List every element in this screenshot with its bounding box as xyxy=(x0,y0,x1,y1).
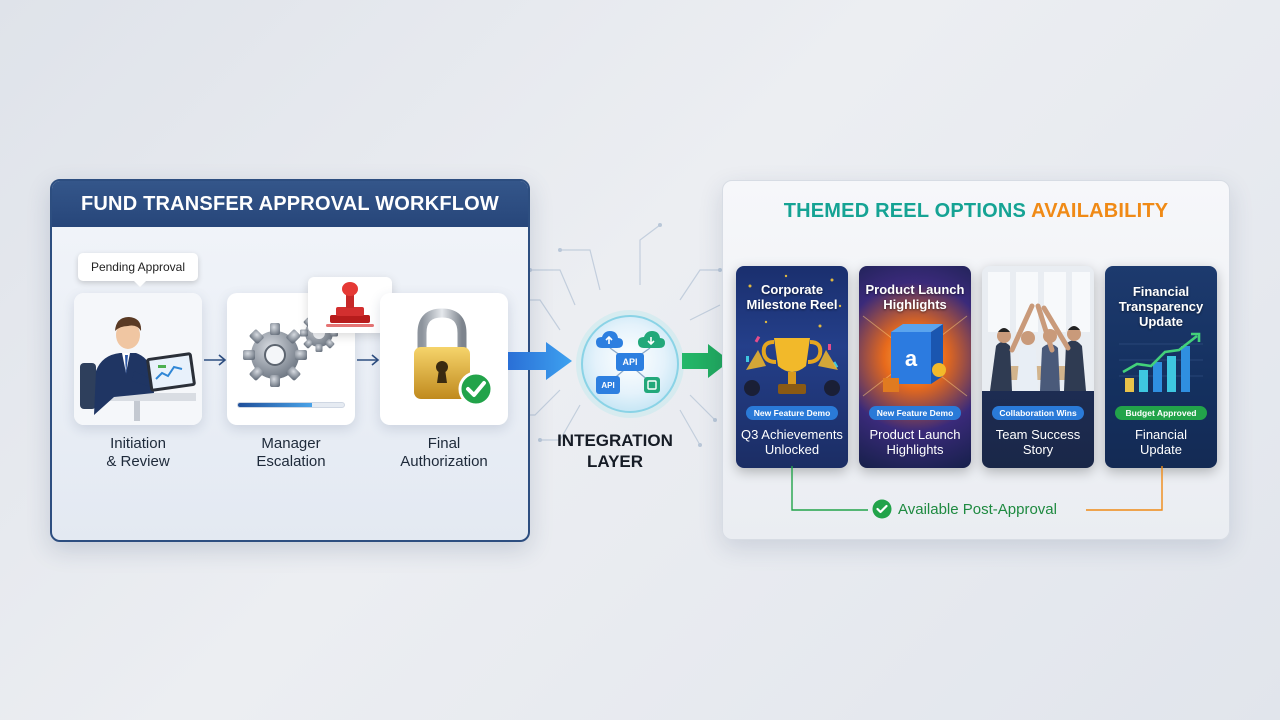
reel-top-line: Highlights xyxy=(883,297,947,312)
workflow-panel: FUND TRANSFER APPROVAL WORKFLOW Pending … xyxy=(50,179,530,542)
reel-top-line: Financial xyxy=(1132,284,1190,299)
available-post-approval: Available Post-Approval xyxy=(872,498,1092,520)
step-label-line: Escalation xyxy=(256,453,326,470)
reel-bottom-line: Highlights xyxy=(886,442,944,457)
reel-options-panel: THEMED REEL OPTIONS AVAILABILITY Corpora… xyxy=(722,180,1230,540)
reel-bottom-line: Story xyxy=(1022,442,1054,457)
step-label-line: Initiation xyxy=(110,435,166,452)
arrow-right-icon xyxy=(357,354,380,366)
reel-card-bottom-text: Team Success Story xyxy=(982,427,1094,457)
reel-badge: Budget Approved xyxy=(1115,406,1207,420)
reel-bottom-line: Product Launch xyxy=(869,427,961,442)
reel-card-team-success[interactable]: Collaboration Wins Team Success Story xyxy=(982,266,1094,468)
api-chip-bottom: API xyxy=(596,376,620,394)
step-label-line: Final xyxy=(427,435,461,452)
bar-chart-icon xyxy=(1119,332,1203,392)
reel-bottom-line: Q3 Achievements xyxy=(741,427,843,442)
reel-badge: Collaboration Wins xyxy=(992,406,1084,420)
reel-top-line: Transparency xyxy=(1118,299,1204,314)
trophy-icon xyxy=(744,274,842,396)
reel-card-top-text: Financial Transparency Update xyxy=(1105,284,1217,329)
step-label-line: Manager xyxy=(261,435,321,452)
reel-card-bottom-text: Financial Update xyxy=(1105,427,1217,457)
svg-text:a: a xyxy=(905,346,918,371)
step-manager-label: Manager Escalation xyxy=(221,435,361,471)
reel-bottom-line: Update xyxy=(1140,442,1182,457)
approval-stamp-icon xyxy=(326,282,374,327)
reel-title-part1: THEMED REEL OPTIONS xyxy=(783,200,1027,222)
stamp-card xyxy=(308,277,392,333)
step-final-card[interactable] xyxy=(380,293,508,425)
reel-options-title: THEMED REEL OPTIONS AVAILABILITY xyxy=(723,200,1229,223)
api-chip-center: API xyxy=(616,353,644,371)
reel-bottom-line: Unlocked xyxy=(764,442,820,457)
step-final-label: Final Authorization xyxy=(374,435,514,471)
blue-arrow-icon xyxy=(508,342,572,380)
reel-title-part2: AVAILABILITY xyxy=(1031,200,1169,222)
reel-bottom-line: Financial xyxy=(1134,427,1188,442)
reel-card-top-text: Product Launch Highlights xyxy=(859,282,971,312)
green-arrow-icon xyxy=(682,344,730,378)
pending-approval-bubble: Pending Approval xyxy=(78,253,198,287)
document-icon xyxy=(644,377,660,393)
check-circle-icon xyxy=(872,499,892,519)
team-high-five-image xyxy=(982,266,1094,391)
manager-progress-bar xyxy=(237,402,345,408)
reel-bottom-line: Team Success xyxy=(995,427,1081,442)
cloud-icon xyxy=(596,331,623,348)
arrow-right-icon xyxy=(204,354,227,366)
reel-top-line: Milestone Reel xyxy=(746,297,838,312)
step-initiation-card[interactable] xyxy=(74,293,202,425)
reel-badge: New Feature Demo xyxy=(746,406,838,420)
step-label-line: Authorization xyxy=(400,453,488,470)
reel-card-bottom-text: Q3 Achievements Unlocked xyxy=(736,427,848,457)
reel-badge: New Feature Demo xyxy=(869,406,961,420)
availability-bracket xyxy=(791,466,1163,511)
integration-hub[interactable]: API API xyxy=(574,308,686,420)
step-label-line: & Review xyxy=(106,453,170,470)
integration-layer-label: INTEGRATION LAYER xyxy=(545,430,685,472)
reel-top-line: Update xyxy=(1138,314,1184,329)
reel-card-bottom-text: Product Launch Highlights xyxy=(859,427,971,457)
cloud-icon xyxy=(638,331,665,348)
product-box-icon: a xyxy=(862,315,968,397)
padlock-check-icon xyxy=(414,308,494,407)
step-initiation-label: Initiation & Review xyxy=(68,435,208,471)
integration-label-line: LAYER xyxy=(586,452,644,471)
reel-card-top-text: Corporate Milestone Reel xyxy=(736,282,848,312)
reel-top-line: Product Launch xyxy=(865,282,965,297)
reel-card-financial[interactable]: Financial Transparency Update Budget App… xyxy=(1105,266,1217,468)
person-laptop-icon xyxy=(74,293,202,425)
reel-card-product-launch[interactable]: a Product Launch Highlights New Feature … xyxy=(859,266,971,468)
manager-progress-fill xyxy=(238,403,313,407)
workflow-title: FUND TRANSFER APPROVAL WORKFLOW xyxy=(52,181,528,227)
reel-card-milestone[interactable]: Corporate Milestone Reel New Feature Dem… xyxy=(736,266,848,468)
available-post-approval-label: Available Post-Approval xyxy=(898,500,1057,518)
integration-label-line: INTEGRATION xyxy=(557,431,673,450)
reel-top-line: Corporate xyxy=(760,282,824,297)
